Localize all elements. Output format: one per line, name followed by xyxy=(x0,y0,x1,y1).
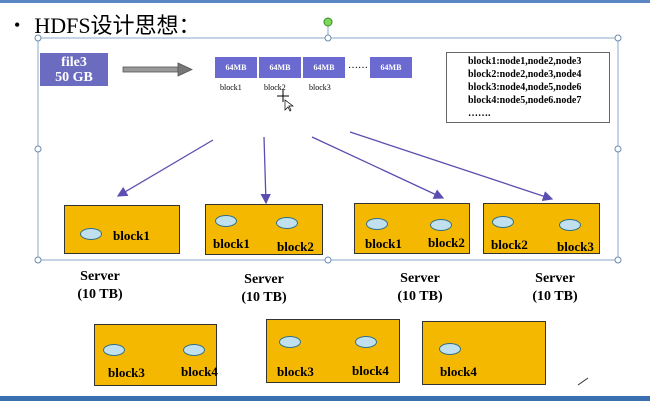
chunk-2: 64MB xyxy=(259,57,301,78)
resize-handle-tc[interactable] xyxy=(324,34,332,42)
chunk-4: 64MB xyxy=(370,57,412,78)
resize-handle-bl[interactable] xyxy=(34,256,42,264)
mapping-row: block1:node1,node2,node3 xyxy=(468,56,582,67)
chunk-3-label: block3 xyxy=(309,83,331,92)
resize-handle-tl[interactable] xyxy=(34,34,42,42)
server-name: Server xyxy=(80,269,120,284)
server-2-label: Server (10 TB) xyxy=(234,271,294,307)
server-block-label: block2 xyxy=(491,237,528,252)
server-capacity: (10 TB) xyxy=(397,289,443,304)
server-6: block3 block4 xyxy=(266,319,400,383)
server-block-label: block1 xyxy=(213,236,250,251)
mapping-row: block4:node5,node6.node7 xyxy=(468,95,582,106)
server-block-label: block3 xyxy=(557,239,594,254)
move-cursor-icon xyxy=(277,90,295,112)
server-capacity: (10 TB) xyxy=(77,287,123,302)
server-5: block3 block4 xyxy=(94,324,218,386)
server-block-label: block4 xyxy=(440,364,477,379)
server-3: block1 block2 xyxy=(354,203,470,254)
server-name: Server xyxy=(535,271,575,286)
disk-icon xyxy=(492,216,514,228)
server-block-label: block3 xyxy=(108,365,145,380)
disk-icon xyxy=(80,228,102,240)
server-7: block4 xyxy=(422,321,546,385)
disk-icon xyxy=(366,218,388,230)
disk-icon xyxy=(559,219,581,231)
chunk-ellipsis: …… xyxy=(348,60,368,71)
chunk-3: 64MB xyxy=(303,57,345,78)
disk-icon xyxy=(183,344,205,356)
disk-icon xyxy=(215,215,237,227)
server-name: Server xyxy=(400,271,440,286)
slide-title-text: HDFS设计思想： xyxy=(34,13,201,38)
server-block-label: block2 xyxy=(277,239,314,254)
server-block-label: block3 xyxy=(277,364,314,379)
distribution-arrow-1 xyxy=(116,139,214,197)
distribution-arrow-3 xyxy=(311,136,445,199)
resize-handle-ml[interactable] xyxy=(34,145,42,153)
server-1-label: Server (10 TB) xyxy=(70,268,130,304)
server-block-label: block1 xyxy=(113,228,150,243)
server-4: block2 block3 xyxy=(483,203,600,254)
server-3-label: Server (10 TB) xyxy=(390,270,450,306)
server-2: block1 block2 xyxy=(205,204,323,255)
file-size: 50 GB xyxy=(55,70,93,85)
file-box: file3 50 GB xyxy=(40,53,108,86)
disk-icon xyxy=(355,336,377,348)
mapping-row: block3:node4,node5,node6 xyxy=(468,82,582,93)
disk-icon xyxy=(439,343,461,355)
server-name: Server xyxy=(244,272,284,287)
stray-mark xyxy=(577,377,589,386)
disk-icon xyxy=(276,217,298,229)
server-capacity: (10 TB) xyxy=(241,290,287,305)
distribution-arrow-4 xyxy=(349,131,554,202)
mapping-row: ……. xyxy=(468,108,491,119)
disk-icon xyxy=(279,336,301,348)
rotate-handle[interactable] xyxy=(323,17,333,27)
slide-title: • HDFS设计思想： xyxy=(14,8,201,40)
block-mapping-table: block1:node1,node2,node3 block2:node2,no… xyxy=(446,52,610,123)
resize-handle-bc[interactable] xyxy=(324,256,332,264)
chunk-1: 64MB xyxy=(215,57,257,78)
chunk-2-label: block2 xyxy=(264,83,286,92)
mapping-row: block2:node2,node3,node4 xyxy=(468,69,582,80)
bullet-icon: • xyxy=(14,15,21,35)
chunk-1-label: block1 xyxy=(220,83,242,92)
resize-handle-mr[interactable] xyxy=(614,145,622,153)
bottom-accent-bar xyxy=(0,396,650,401)
file-name: file3 xyxy=(61,55,87,70)
split-arrow-shaft xyxy=(122,66,179,73)
disk-icon xyxy=(430,219,452,231)
server-4-label: Server (10 TB) xyxy=(525,270,585,306)
distribution-arrow-2 xyxy=(260,136,271,205)
server-1: block1 xyxy=(64,205,180,254)
server-block-label: block1 xyxy=(365,236,402,251)
resize-handle-br[interactable] xyxy=(614,256,622,264)
top-accent-bar xyxy=(0,0,650,3)
server-block-label: block4 xyxy=(352,363,389,378)
split-arrow-head xyxy=(177,62,193,77)
server-block-label: block2 xyxy=(428,235,465,250)
server-capacity: (10 TB) xyxy=(532,289,578,304)
resize-handle-tr[interactable] xyxy=(614,34,622,42)
disk-icon xyxy=(103,344,125,356)
server-block-label: block4 xyxy=(181,364,218,379)
